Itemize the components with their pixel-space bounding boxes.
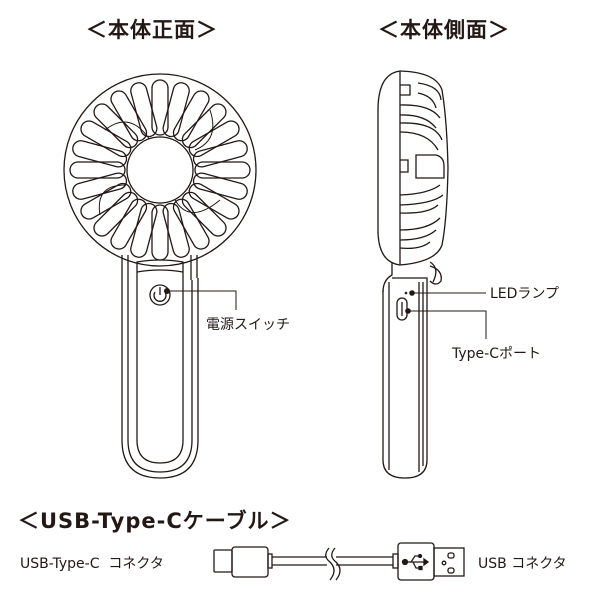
fan-head-side (377, 70, 449, 266)
type-c-port-indicator (396, 297, 411, 321)
cable-heading: ＜USB-Type-Cケーブル＞ (18, 509, 292, 533)
led-lamp-label: LEDランプ (490, 286, 560, 302)
power-icon (149, 284, 171, 306)
type-c-port-label: Type-Cポート (452, 346, 541, 362)
handle-front (121, 255, 199, 479)
usb-trident-icon (401, 553, 430, 571)
power-switch-leader-line (167, 290, 237, 310)
handle-side (382, 261, 442, 479)
type-c-connector-label: USB-Type-C コネクタ (20, 556, 164, 572)
port-leader-line (408, 310, 487, 339)
fan-head-front (63, 73, 257, 267)
side-view-heading: ＜本体側面＞ (378, 18, 510, 42)
front-view-heading: ＜本体正面＞ (86, 18, 218, 42)
power-switch-label: 電源スイッチ (206, 317, 290, 333)
usb-cable-illustration (213, 542, 465, 581)
usb-connector-label: USB コネクタ (478, 556, 567, 572)
